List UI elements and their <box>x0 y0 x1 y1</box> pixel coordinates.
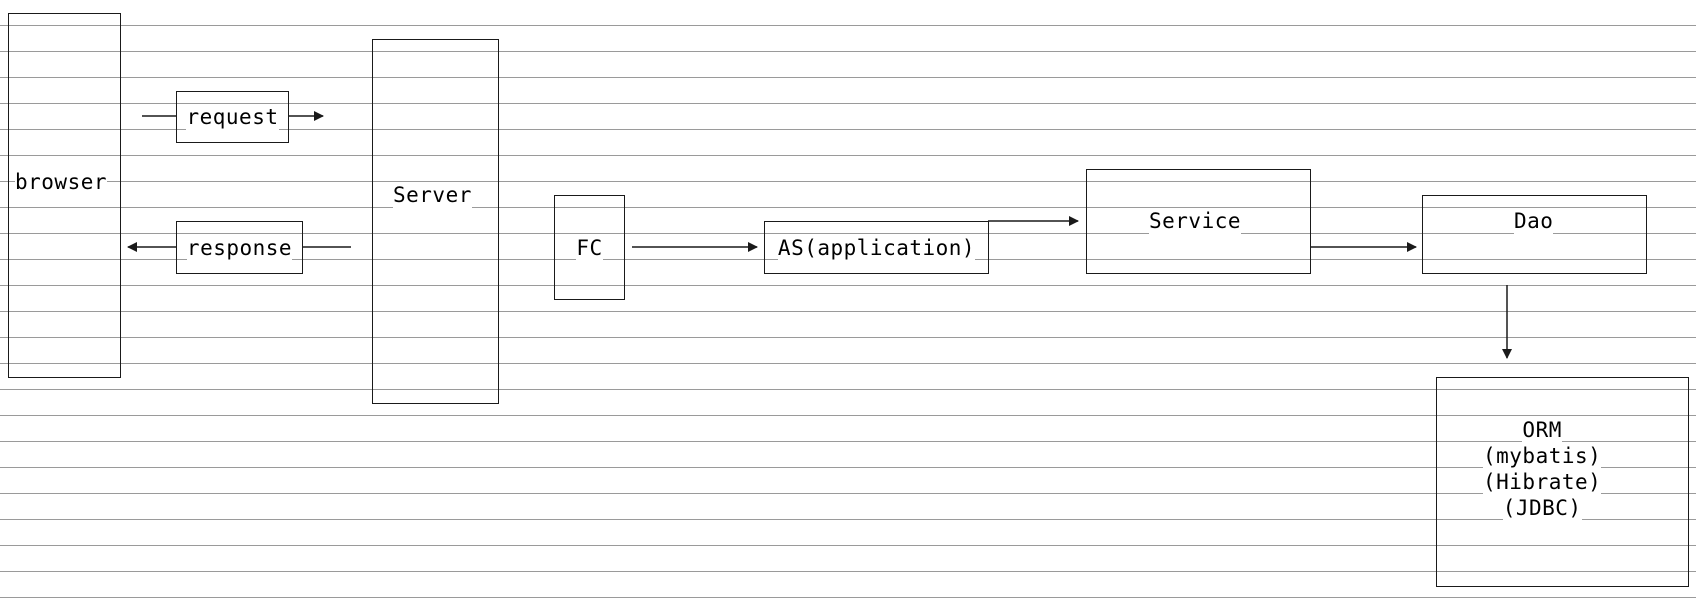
orm-label-line-2: (mybatis) <box>1483 443 1602 469</box>
as-box: AS(application) <box>764 221 989 274</box>
server-label: Server <box>393 182 472 208</box>
orm-label-group: ORM (mybatis) (Hibrate) (JDBC) <box>1483 417 1602 521</box>
orm-label-line-1: ORM <box>1522 417 1562 443</box>
fc-box: FC <box>554 195 625 300</box>
orm-label-line-4: (JDBC) <box>1502 495 1582 521</box>
service-label: Service <box>1149 208 1242 234</box>
request-label: request <box>186 104 279 130</box>
response-box: response <box>176 221 303 274</box>
browser-box: browser <box>8 13 121 378</box>
orm-label-line-3: (Hibrate) <box>1483 469 1602 495</box>
dao-label: Dao <box>1514 208 1554 234</box>
browser-label: browser <box>15 169 108 195</box>
response-label: response <box>186 234 293 261</box>
fc-label: FC <box>576 234 603 261</box>
as-label: AS(application) <box>777 234 976 261</box>
dao-box: Dao <box>1422 195 1647 274</box>
orm-box: ORM (mybatis) (Hibrate) (JDBC) <box>1436 377 1689 587</box>
service-box: Service <box>1086 169 1311 274</box>
server-box: Server <box>372 39 499 404</box>
request-box: request <box>176 91 289 143</box>
